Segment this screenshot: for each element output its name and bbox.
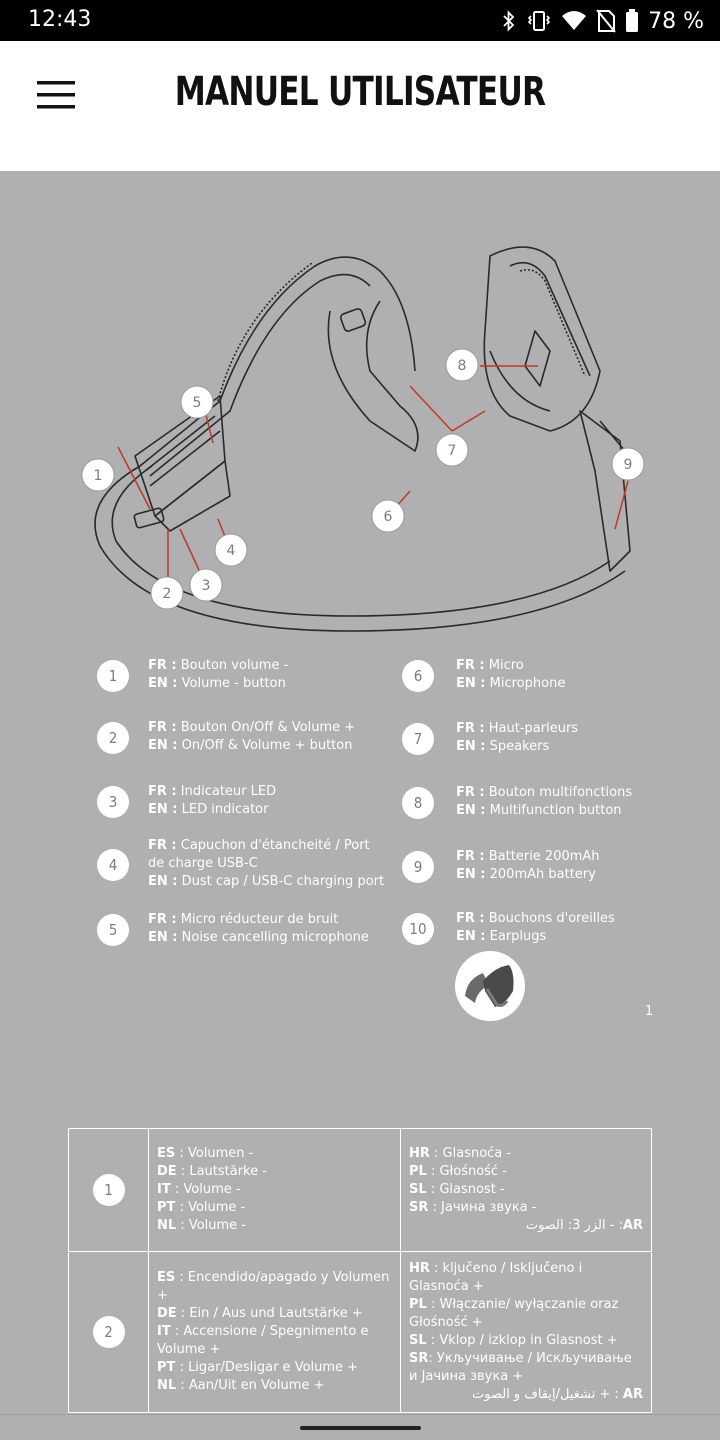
legend-item: 8 FR : Bouton multifonctions EN : Multif… bbox=[402, 784, 632, 820]
legend-number: 8 bbox=[402, 787, 434, 819]
home-gesture-handle[interactable] bbox=[300, 1426, 421, 1430]
menu-button[interactable] bbox=[30, 69, 82, 121]
status-bar: 12:43 78 % bbox=[0, 0, 720, 41]
legend-item: 2 FR : Bouton On/Off & Volume + EN : On/… bbox=[97, 719, 355, 755]
no-sim-icon bbox=[596, 9, 616, 33]
page-number: 1 bbox=[645, 1004, 654, 1019]
legend-item: 6 FR : Micro EN : Microphone bbox=[402, 657, 565, 693]
earplug-image bbox=[455, 951, 525, 1021]
legend-item: 7 FR : Haut-parleurs EN : Speakers bbox=[402, 720, 578, 756]
legend-item: 1 FR : Bouton volume - EN : Volume - but… bbox=[97, 657, 288, 693]
legend-item: 9 FR : Batterie 200mAh EN : 200mAh batte… bbox=[402, 848, 600, 884]
wifi-icon bbox=[562, 11, 587, 30]
legend-number: 2 bbox=[97, 722, 129, 754]
callout-1: 1 bbox=[94, 468, 103, 484]
legend-item: 3 FR : Indicateur LED EN : LED indicator bbox=[97, 783, 276, 819]
legend-number: 5 bbox=[97, 914, 129, 946]
callout-2: 2 bbox=[163, 586, 172, 602]
callout-6: 6 bbox=[384, 509, 393, 525]
legend-item: 5 FR : Micro réducteur de bruit EN : Noi… bbox=[97, 911, 369, 947]
callout-8: 8 bbox=[458, 358, 467, 374]
translation-table: 1 ES : Volumen - DE : Lautstärke - IT : … bbox=[68, 1128, 652, 1413]
table-row: 2 ES : Encendido/apagado y Volumen + DE … bbox=[69, 1252, 651, 1412]
vibrate-icon bbox=[527, 11, 551, 31]
table-row-number: 2 bbox=[92, 1316, 125, 1348]
callout-9: 9 bbox=[624, 457, 633, 473]
status-icons: 78 % bbox=[501, 6, 704, 36]
navigation-bar bbox=[0, 1414, 720, 1440]
headset-diagram: 1 2 3 4 5 6 7 8 9 bbox=[81, 246, 645, 632]
legend-number: 10 bbox=[402, 913, 434, 945]
legend-number: 1 bbox=[97, 660, 129, 692]
hamburger-menu-icon bbox=[37, 81, 75, 109]
legend-item: 10 FR : Bouchons d'oreilles EN : Earplug… bbox=[402, 910, 615, 946]
callout-5: 5 bbox=[193, 395, 202, 411]
battery-icon bbox=[626, 9, 639, 32]
document-viewer[interactable]: 1 2 3 4 5 6 7 8 9 1 FR : Bouton volume -… bbox=[0, 171, 720, 1414]
page-title: MANUEL UTILISATEUR bbox=[174, 69, 546, 115]
battery-percentage: 78 % bbox=[648, 8, 704, 34]
earplug-icon bbox=[465, 965, 514, 1007]
legend-item: 4 FR : Capuchon d'étancheité / Port de c… bbox=[97, 837, 388, 891]
legend-number: 7 bbox=[402, 723, 434, 755]
bluetooth-icon bbox=[503, 10, 515, 32]
callout-3: 3 bbox=[202, 578, 211, 594]
callout-7: 7 bbox=[448, 443, 457, 459]
callout-4: 4 bbox=[227, 543, 236, 559]
legend-number: 4 bbox=[97, 849, 129, 881]
table-row-number: 1 bbox=[92, 1174, 125, 1206]
legend-number: 6 bbox=[402, 660, 434, 692]
status-time: 12:43 bbox=[28, 7, 92, 32]
app-bar: MANUEL UTILISATEUR bbox=[0, 41, 720, 171]
legend-number: 9 bbox=[402, 851, 434, 883]
table-row: 1 ES : Volumen - DE : Lautstärke - IT : … bbox=[69, 1129, 651, 1252]
legend-number: 3 bbox=[97, 786, 129, 818]
